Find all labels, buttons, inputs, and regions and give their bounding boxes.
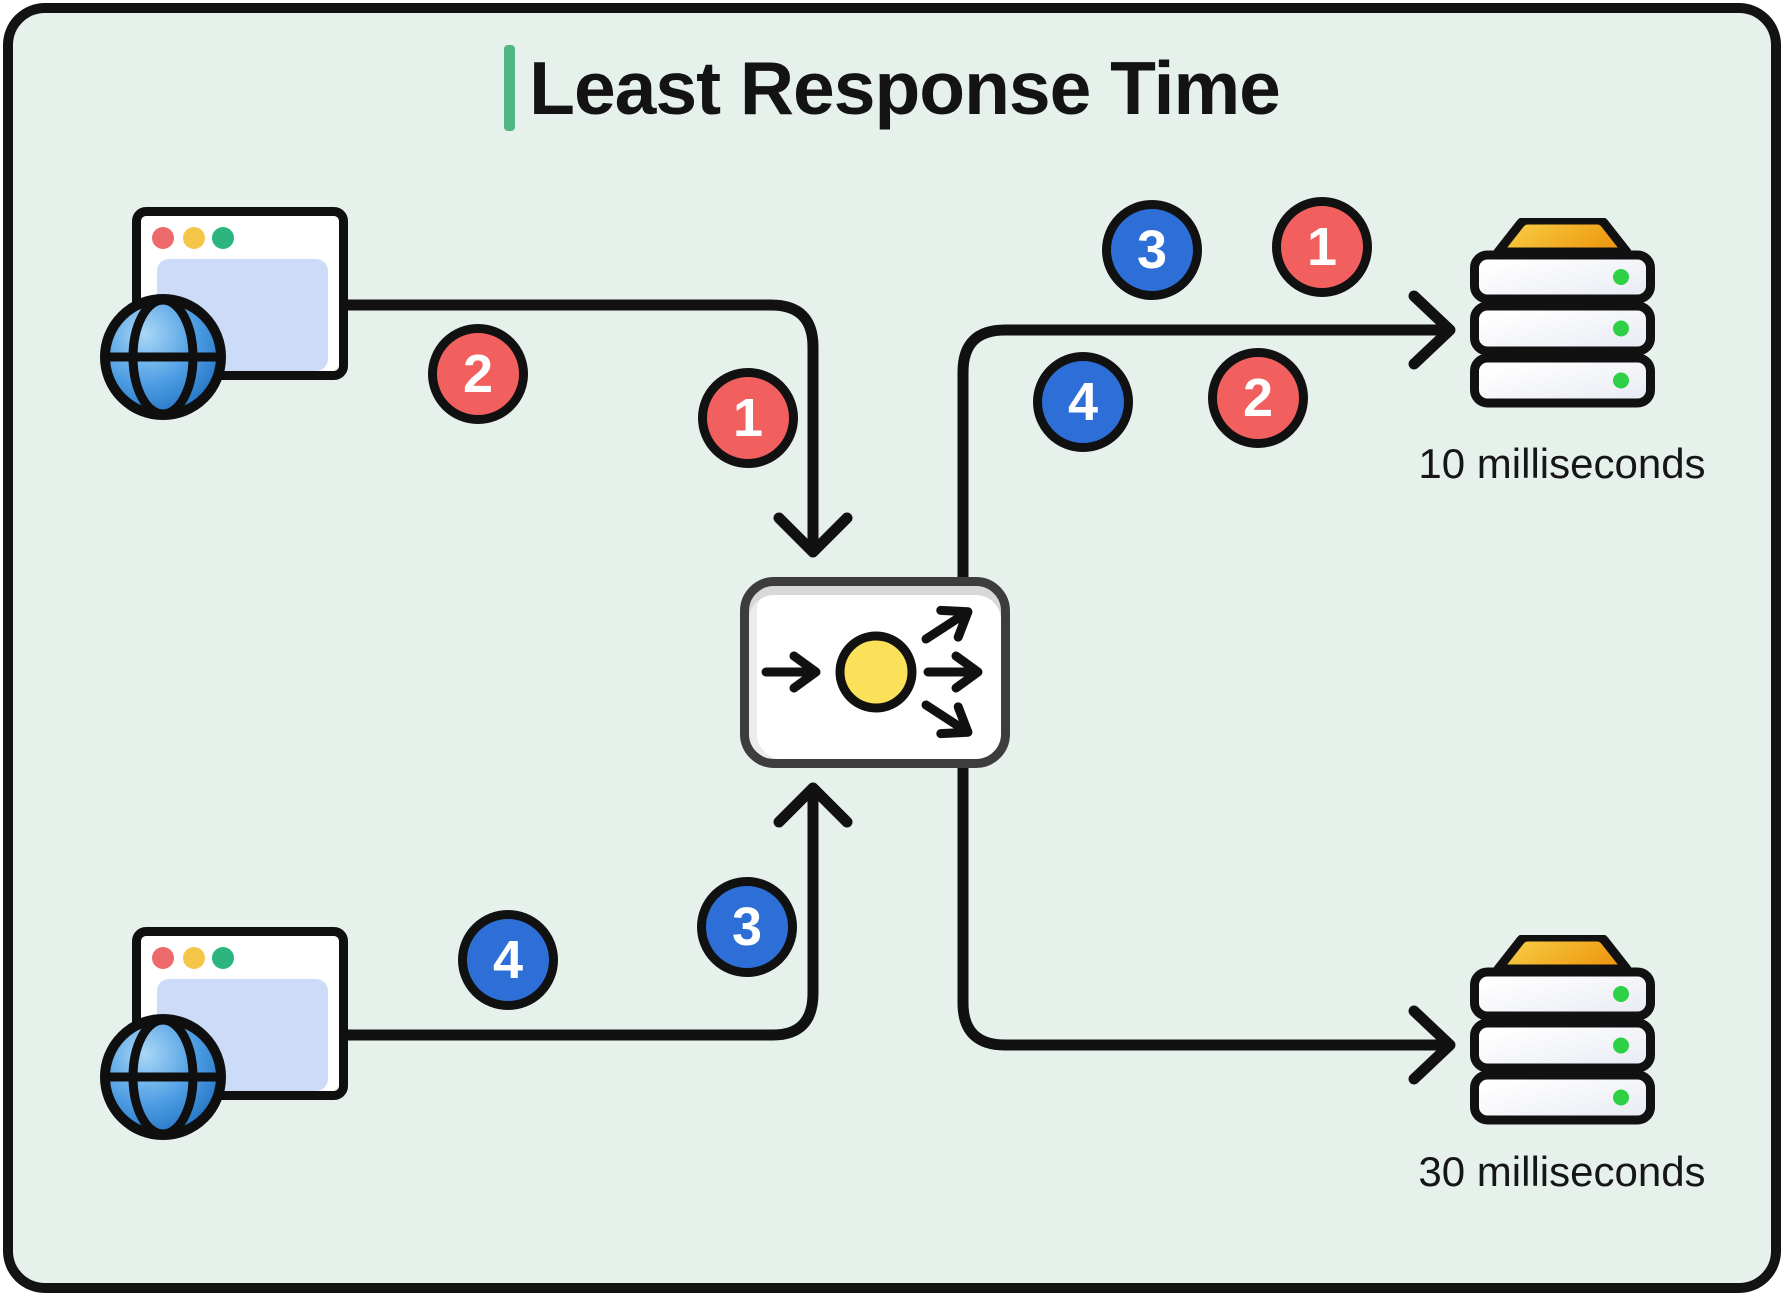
load-balancer [740,577,1010,768]
window-dot-red-icon [152,947,174,969]
title-accent-bar [504,45,516,131]
request-badge-1: 1 [698,368,798,468]
globe-icon [100,294,226,420]
client-browser-2 [132,927,348,1100]
request-badge-1-routed: 1 [1272,197,1372,297]
load-balancer-icon [749,586,1001,759]
globe-icon [100,1014,226,1140]
request-badge-2-routed: 2 [1208,348,1308,448]
server-stack-1-icon [1470,218,1655,408]
window-dot-yellow-icon [183,227,205,249]
server-2-response-time-label: 30 milliseconds [1418,1148,1706,1195]
connector-lb-to-server1 [957,290,1456,583]
title: Least Response Time [0,45,1784,131]
connector-lb-to-server2 [957,762,1456,1085]
request-badge-2: 2 [428,324,528,424]
request-badge-3-routed: 3 [1102,200,1202,300]
window-dot-yellow-icon [183,947,205,969]
request-badge-4-routed: 4 [1033,352,1133,452]
connector-client1-to-lb [338,299,853,558]
request-badge-3: 3 [697,877,797,977]
connector-client2-to-lb [340,782,853,1041]
page-title: Least Response Time [529,46,1281,130]
window-dot-green-icon [212,947,234,969]
window-dot-green-icon [212,227,234,249]
request-badge-4: 4 [458,910,558,1010]
window-dot-red-icon [152,227,174,249]
server-1-response-time-label: 10 milliseconds [1418,440,1706,487]
server-stack-2-icon [1470,935,1655,1125]
